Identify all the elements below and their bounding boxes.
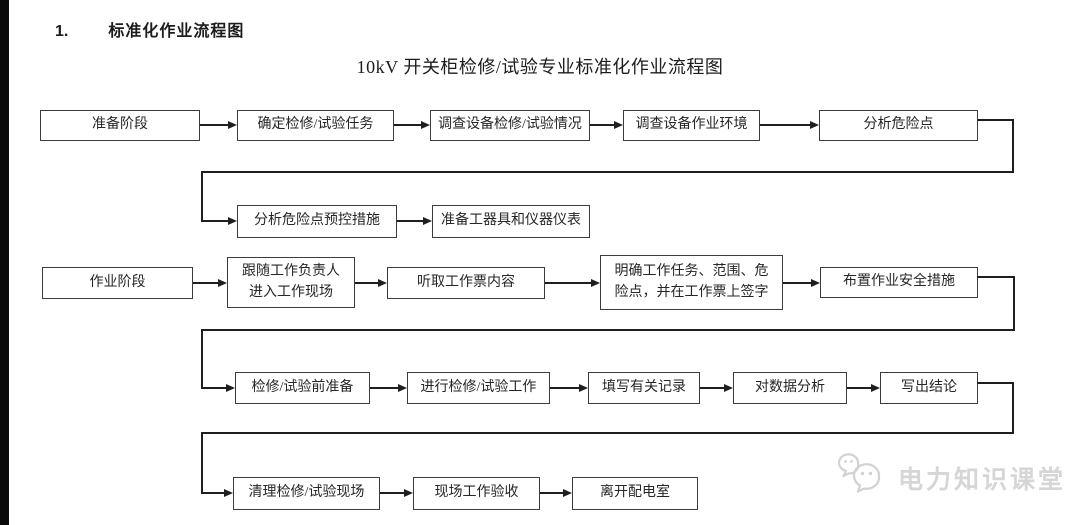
watermark: 电力知识课堂 bbox=[837, 452, 1067, 503]
connector-line bbox=[201, 432, 203, 493]
section-title: 标准化作业流程图 bbox=[108, 23, 245, 40]
connector-line bbox=[847, 387, 873, 389]
connector-line bbox=[700, 387, 726, 389]
arrowhead-icon bbox=[423, 217, 432, 225]
connector-line bbox=[201, 329, 203, 388]
connector-line bbox=[201, 492, 227, 494]
arrowhead-icon bbox=[579, 384, 588, 392]
connector-line bbox=[540, 492, 565, 494]
flow-node-follow-work-leader: 跟随工作负责人 进入工作现场 bbox=[227, 257, 355, 308]
connector-line bbox=[397, 220, 425, 222]
arrowhead-icon bbox=[811, 279, 820, 287]
flow-node-hazard-control-measures: 分析危险点预控措施 bbox=[237, 205, 397, 238]
connector-line bbox=[760, 124, 812, 126]
connector-line bbox=[201, 220, 231, 222]
arrowhead-icon bbox=[810, 121, 819, 129]
connector-line bbox=[977, 276, 1014, 278]
flow-node-arrange-safety-measures: 布置作业安全措施 bbox=[820, 267, 978, 298]
arrowhead-icon bbox=[421, 121, 430, 129]
connector-line bbox=[545, 282, 593, 284]
flow-node-survey-work-environment: 调查设备作业环境 bbox=[623, 110, 760, 141]
arrowhead-icon bbox=[224, 489, 233, 497]
arrowhead-icon bbox=[614, 121, 623, 129]
flow-node-listen-work-ticket: 听取工作票内容 bbox=[387, 267, 545, 299]
flow-node-survey-overhaul-status: 调查设备检修/试验情况 bbox=[430, 110, 590, 141]
connector-line bbox=[783, 282, 813, 284]
flow-node-analyze-data: 对数据分析 bbox=[733, 372, 847, 404]
connector-line bbox=[380, 492, 406, 494]
connector-line bbox=[193, 282, 220, 284]
connector-line bbox=[201, 387, 229, 389]
arrowhead-icon bbox=[218, 279, 227, 287]
arrowhead-icon bbox=[724, 384, 733, 392]
connector-line bbox=[201, 432, 1013, 434]
flow-node-work-stage: 作业阶段 bbox=[42, 267, 193, 299]
arrowhead-icon bbox=[228, 217, 237, 225]
arrowhead-icon bbox=[378, 279, 387, 287]
arrowhead-icon bbox=[871, 384, 880, 392]
connector-line bbox=[201, 171, 1013, 173]
flow-node-perform-work: 进行检修/试验工作 bbox=[407, 372, 550, 404]
flow-node-determine-task: 确定检修/试验任务 bbox=[237, 110, 394, 141]
arrowhead-icon bbox=[398, 384, 407, 392]
connector-line bbox=[394, 124, 423, 126]
connector-line bbox=[977, 382, 1013, 384]
section-heading: 1. 标准化作业流程图 bbox=[55, 17, 244, 41]
connector-line bbox=[355, 282, 380, 284]
connector-line bbox=[977, 119, 1013, 121]
flow-node-pre-work-preparation: 检修/试验前准备 bbox=[235, 372, 370, 404]
flow-node-fill-in-records: 填写有关记录 bbox=[588, 372, 700, 404]
arrowhead-icon bbox=[563, 489, 572, 497]
arrowhead-icon bbox=[226, 384, 235, 392]
connector-line bbox=[1012, 382, 1014, 434]
connector-line bbox=[1013, 276, 1015, 331]
arrowhead-icon bbox=[591, 279, 600, 287]
connector-line bbox=[590, 124, 616, 126]
connector-line bbox=[201, 171, 203, 222]
left-black-bar bbox=[0, 0, 9, 525]
section-number: 1. bbox=[55, 23, 69, 40]
arrowhead-icon bbox=[404, 489, 413, 497]
flow-node-leave-distribution-room: 离开配电室 bbox=[572, 477, 698, 510]
flow-node-clean-work-site: 清理检修/试验现场 bbox=[233, 477, 380, 510]
connector-line bbox=[201, 329, 1014, 331]
watermark-text: 电力知识课堂 bbox=[898, 465, 1067, 494]
flow-node-clarify-tasks-sign: 明确工作任务、范围、危 险点，并在工作票上签字 bbox=[600, 255, 783, 310]
arrowhead-icon bbox=[228, 121, 237, 129]
wechat-chat-bubbles-icon bbox=[837, 452, 890, 503]
flow-node-prepare-tools-instruments: 准备工器具和仪器仪表 bbox=[432, 205, 590, 238]
connector-line bbox=[550, 387, 581, 389]
flow-node-prep-stage: 准备阶段 bbox=[40, 110, 200, 141]
connector-line bbox=[200, 124, 230, 126]
diagram-title: 10kV 开关柜检修/试验专业标准化作业流程图 bbox=[356, 57, 724, 77]
flow-node-write-conclusion: 写出结论 bbox=[880, 372, 978, 404]
connector-line bbox=[370, 387, 400, 389]
flow-node-site-acceptance: 现场工作验收 bbox=[413, 477, 540, 510]
flow-node-analyze-hazard-points: 分析危险点 bbox=[819, 110, 978, 141]
connector-line bbox=[1012, 119, 1014, 173]
